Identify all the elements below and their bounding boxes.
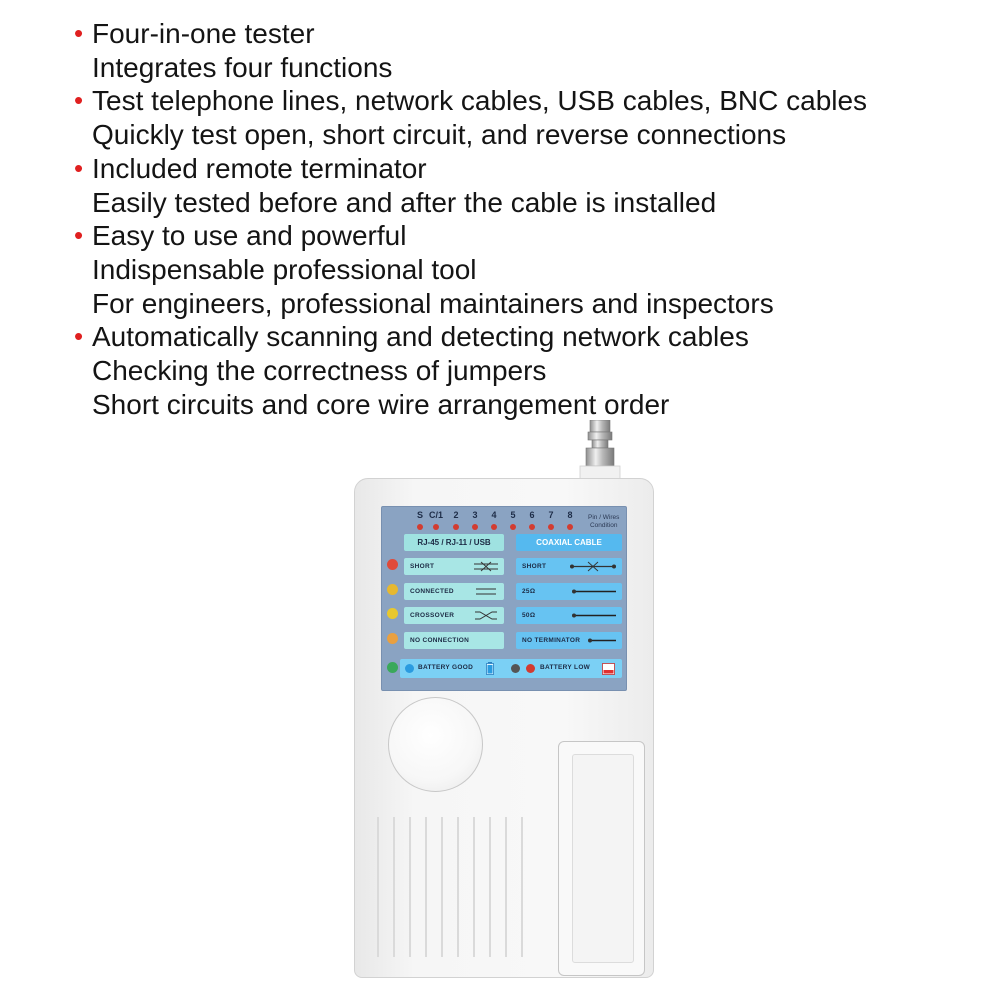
indicator-panel: S C/1 2 3 4 5 6 7 8 Pin / Wires Condition RJ-45 … (381, 506, 627, 691)
bullet-icon: • (74, 85, 84, 116)
pin-label: C/1 (428, 510, 443, 520)
pin-led (453, 524, 459, 530)
feature-lines: Test telephone lines, network cables, US… (92, 84, 867, 151)
feature-heading: Four-in-one tester (92, 18, 315, 49)
grille-line (505, 817, 507, 957)
feature-heading: Easy to use and powerful (92, 220, 407, 252)
bullet-icon: • (74, 18, 84, 48)
pin-label: 7 (548, 510, 554, 520)
grille-line (393, 817, 395, 957)
feature-detail: Integrates four functions (92, 51, 393, 83)
feature-item: • Automatically scanning and detecting ne… (74, 320, 974, 421)
feature-detail: Easily tested before and after the cable… (92, 186, 717, 218)
grille-line (521, 817, 523, 957)
pin-led (510, 524, 516, 530)
bullet-icon: • (74, 220, 84, 251)
connected-symbol-icon (476, 588, 496, 595)
feature-detail: Indispensable professional tool (92, 253, 477, 285)
feature-heading: Included remote terminator (92, 152, 427, 184)
remote-terminator-slot[interactable] (558, 741, 645, 976)
crossover-symbol-icon (475, 611, 497, 620)
tester-housing: S C/1 2 3 4 5 6 7 8 Pin / Wires Condition RJ-45 … (354, 478, 654, 978)
row-coax-50: 50Ω (516, 607, 622, 624)
status-led (387, 608, 398, 619)
pin-wires-condition-label: Pin / Wires Condition (588, 514, 620, 529)
status-led (387, 584, 398, 595)
pin-label: 8 (567, 510, 573, 520)
row-coax-25: 25Ω (516, 583, 622, 600)
pin-label: S (416, 510, 423, 520)
status-led (387, 633, 398, 644)
row-no-connection: NO CONNECTION (404, 632, 504, 649)
feature-lines: Automatically scanning and detecting net… (92, 320, 749, 421)
grille-line (441, 817, 443, 957)
grille-line (473, 817, 475, 957)
grille-line (457, 817, 459, 957)
pin-led (567, 524, 573, 530)
pin-label: 4 (491, 510, 497, 520)
battery-low-icon (602, 663, 615, 675)
coax-short-symbol-icon (570, 561, 616, 572)
status-led (387, 662, 398, 673)
coax-cable-symbol-icon (572, 613, 616, 618)
row-short: SHORT (404, 558, 504, 575)
pin-label: 5 (510, 510, 516, 520)
bnc-connector-icon (579, 420, 621, 482)
pin-label: 2 (453, 510, 459, 520)
battery-indicator-bar: BATTERY GOOD BATTERY LOW (400, 659, 622, 678)
status-led (387, 559, 398, 570)
row-connected: CONNECTED (404, 583, 504, 600)
grille-line (489, 817, 491, 957)
pin-led (548, 524, 554, 530)
bullet-icon: • (74, 152, 84, 183)
feature-item: • Test telephone lines, network cables, U… (74, 84, 974, 151)
pin-led (529, 524, 535, 530)
battery-good-led (405, 664, 414, 673)
rj45-usb-header: RJ-45 / RJ-11 / USB (404, 534, 504, 551)
row-coax-short: SHORT (516, 558, 622, 575)
pin-led (472, 524, 478, 530)
pin-label: 6 (529, 510, 535, 520)
battery-full-icon (486, 662, 494, 675)
pin-labels: S C/1 2 3 4 5 6 7 8 (412, 510, 582, 530)
battery-good-label: BATTERY GOOD (418, 664, 474, 671)
coax-cable-symbol-icon (572, 589, 616, 594)
coax-open-symbol-icon (588, 638, 616, 643)
short-symbol-icon (474, 561, 498, 572)
feature-detail: Short circuits and core wire arrangement… (92, 388, 670, 420)
pin-led (417, 524, 423, 530)
feature-detail: Quickly test open, short circuit, and re… (92, 119, 787, 151)
coaxial-cable-header: COAXIAL CABLE (516, 534, 622, 551)
feature-detail: Checking the correctness of jumpers (92, 355, 547, 387)
feature-heading: Automatically scanning and detecting net… (92, 321, 749, 353)
pin-label: 3 (472, 510, 478, 520)
battery-status-led (511, 664, 520, 673)
grille-line (425, 817, 427, 957)
pin-led (491, 524, 497, 530)
feature-heading: Test telephone lines, network cables, US… (92, 85, 868, 117)
test-button[interactable] (388, 697, 483, 792)
row-coax-no-terminator: NO TERMINATOR (516, 632, 622, 649)
cable-tester-device: S C/1 2 3 4 5 6 7 8 Pin / Wires Condition RJ-45 … (354, 420, 654, 978)
row-crossover: CROSSOVER (404, 607, 504, 624)
feature-detail: For engineers, professional maintainers … (92, 287, 774, 319)
terminator-cover (572, 754, 634, 963)
battery-low-led (526, 664, 535, 673)
grille-line (377, 817, 379, 957)
battery-low-label: BATTERY LOW (540, 664, 591, 671)
bullet-icon: • (74, 321, 84, 352)
grille-line (409, 817, 411, 957)
pin-led (433, 524, 439, 530)
